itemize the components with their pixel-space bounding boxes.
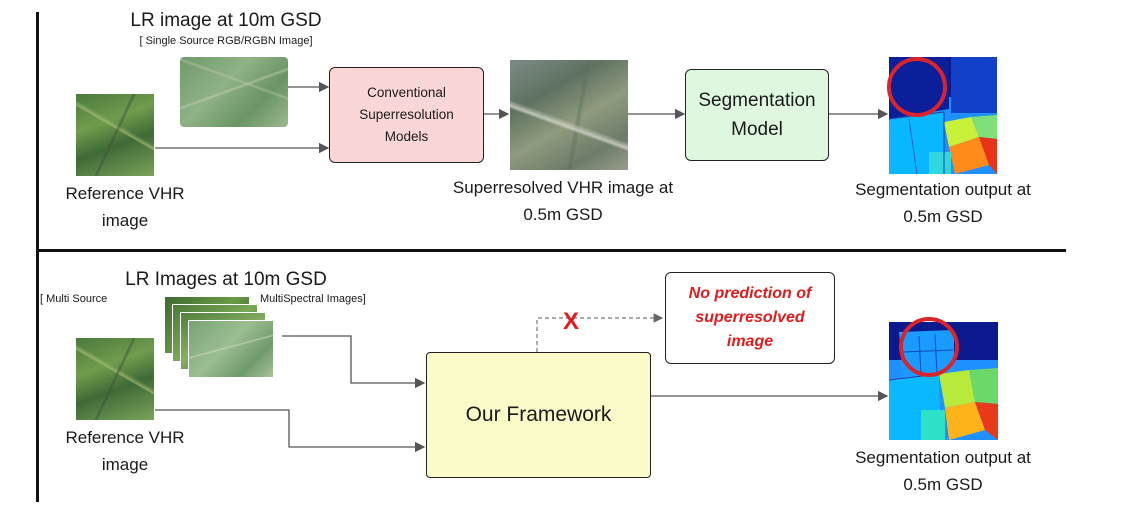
reference-vhr-image (76, 94, 154, 176)
bottom-highlight-circle (899, 317, 959, 377)
segmentation-model-box: Segmentation Model (685, 69, 829, 161)
seg-model-line1: Segmentation (698, 90, 816, 111)
left-border-line (36, 12, 39, 502)
lr-stack-image-4 (188, 320, 274, 378)
arrow-ref-to-framework (155, 409, 426, 453)
bottom-seg-output-line1: Segmentation output at (855, 448, 1031, 467)
sr-image-label-line1: Superresolved VHR image at (452, 178, 674, 197)
superresolved-vhr-image (510, 60, 628, 170)
bottom-ref-label-line1: Reference VHR (65, 428, 185, 447)
sr-models-line2: Superresolution (359, 107, 454, 122)
arrow-lr-stack-to-framework (282, 335, 426, 389)
section-divider (36, 249, 1066, 252)
bottom-lr-sub-right: MultiSpectral Images] (260, 293, 366, 305)
lr-satellite-image (180, 57, 288, 127)
no-pred-line3: image (726, 333, 774, 350)
reference-vhr-image-bottom (76, 338, 154, 420)
bottom-lr-title: LR Images at 10m GSD (125, 269, 327, 290)
bottom-lr-sub-left: [ Multi Source (40, 293, 108, 305)
top-lr-title: LR image at 10m GSD (130, 10, 322, 31)
conventional-sr-models-box: Conventional Superresolution Models (329, 67, 484, 163)
framework-label: Our Framework (465, 403, 612, 426)
no-prediction-box: No prediction of superresolved image (665, 272, 835, 364)
cross-mark: X (562, 308, 579, 335)
top-seg-output-line1: Segmentation output at (855, 180, 1031, 199)
top-ref-label-line1: Reference VHR (65, 184, 185, 203)
top-seg-output-line2: 0.5m GSD (903, 207, 983, 226)
top-ref-label-line2: image (101, 211, 149, 230)
bottom-seg-output-line2: 0.5m GSD (903, 475, 983, 494)
bottom-ref-label-line2: image (101, 455, 149, 474)
our-framework-box: Our Framework (426, 352, 651, 478)
sr-image-label-line2: 0.5m GSD (523, 205, 603, 224)
sr-models-line3: Models (384, 129, 429, 144)
top-highlight-circle (887, 57, 947, 117)
no-pred-line1: No prediction of (688, 285, 812, 302)
seg-model-line2: Model (731, 119, 783, 140)
no-pred-line2: superresolved (695, 309, 805, 326)
sr-models-line1: Conventional (367, 85, 446, 100)
top-lr-subtitle: [ Single Source RGB/RGBN Image] (139, 35, 313, 47)
